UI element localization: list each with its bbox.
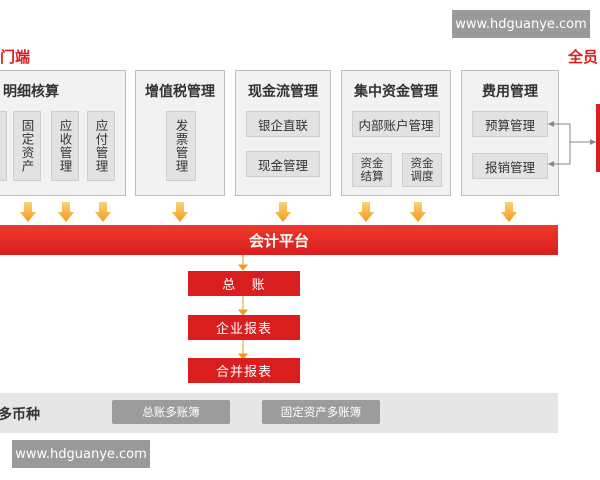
- module-vat-title: 增值税管理: [145, 84, 215, 100]
- module-vat: 增值税管理 发票管理: [135, 70, 225, 196]
- item-internal-account[interactable]: 内部账户管理: [352, 111, 440, 137]
- item-fund-settlement[interactable]: 资金结算: [352, 153, 392, 187]
- consolidated-report-box[interactable]: 合并报表: [188, 358, 300, 383]
- right-red-box: [596, 104, 600, 172]
- arrow-down-icon: [501, 202, 517, 222]
- platform-arrows: [20, 202, 517, 222]
- arrow-down-icon: [275, 202, 291, 222]
- arrow-down-icon: [95, 202, 111, 222]
- general-ledger-multi-book[interactable]: 总账多账簿: [112, 400, 230, 424]
- watermark-top: www.hdguanye.com: [452, 10, 590, 38]
- module-detail-title: 明细核算: [3, 84, 59, 100]
- module-detail-cut-item: [0, 111, 7, 181]
- module-fund-title: 集中资金管理: [354, 84, 438, 100]
- ledger-connectors: [237, 255, 249, 360]
- module-centralized-fund: 集中资金管理 内部账户管理 资金结算 资金调度: [341, 70, 451, 196]
- arrow-down-icon: [410, 202, 426, 222]
- arrow-down-icon: [20, 202, 36, 222]
- item-fixed-assets[interactable]: 固定资产: [13, 111, 41, 181]
- expense-connector-lines: [548, 121, 596, 167]
- item-invoice-management[interactable]: 发票管理: [166, 111, 196, 181]
- item-reimbursement[interactable]: 报销管理: [472, 153, 548, 179]
- accounting-platform-bar: 会计平台: [0, 225, 558, 255]
- item-cash-management[interactable]: 现金管理: [246, 151, 320, 177]
- multi-currency-label: 多币种: [0, 407, 40, 423]
- module-cash-title: 现金流管理: [248, 84, 318, 100]
- multi-currency-band: 多币种 总账多账簿 固定资产多账簿: [0, 393, 558, 433]
- item-bank-enterprise-link[interactable]: 银企直联: [246, 111, 320, 137]
- module-detail-accounting: 明细核算 固定资产 应收管理 应付管理: [0, 70, 126, 196]
- module-expense-title: 费用管理: [482, 84, 538, 100]
- fixed-assets-multi-book[interactable]: 固定资产多账簿: [262, 400, 380, 424]
- arrow-down-icon: [237, 309, 249, 316]
- arrow-down-icon: [358, 202, 374, 222]
- arrow-down-icon: [237, 353, 249, 360]
- item-receivables[interactable]: 应收管理: [51, 111, 79, 181]
- arrow-down-icon: [172, 202, 188, 222]
- item-fund-dispatch[interactable]: 资金调度: [402, 153, 442, 187]
- item-payables[interactable]: 应付管理: [87, 111, 115, 181]
- arrow-down-icon: [237, 264, 249, 271]
- module-cash-flow: 现金流管理 银企直联 现金管理: [235, 70, 331, 196]
- left-header-label: 门端: [0, 48, 31, 66]
- enterprise-report-box[interactable]: 企业报表: [188, 315, 300, 340]
- general-ledger-box[interactable]: 总 账: [188, 271, 300, 296]
- module-expense: 费用管理 预算管理 报销管理: [461, 70, 559, 196]
- right-header-label: 全员: [568, 48, 599, 66]
- watermark-bottom: www.hdguanye.com: [12, 440, 150, 468]
- arrow-down-icon: [58, 202, 74, 222]
- item-budget-management[interactable]: 预算管理: [472, 111, 548, 137]
